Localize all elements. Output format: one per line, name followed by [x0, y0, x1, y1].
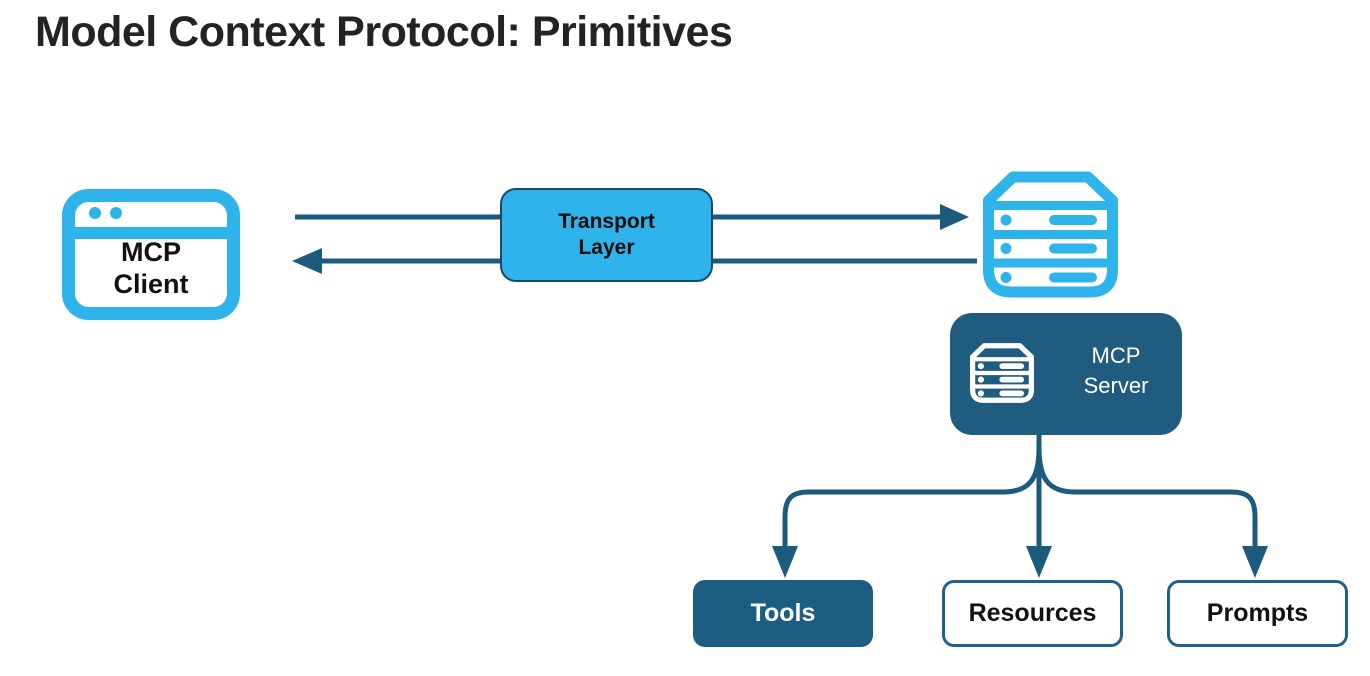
mcp-server-box: MCP Server [950, 313, 1182, 435]
prompts-label: Prompts [1206, 599, 1309, 627]
page-title: Model Context Protocol: Primitives [35, 8, 733, 56]
transport-layer-box: Transport Layer [500, 188, 713, 282]
branch-server-to-tools [772, 447, 1042, 578]
mcp-client-node: MCP Client [62, 189, 240, 320]
transport-layer-label-line1: Transport [558, 210, 655, 233]
resources-label: Resources [968, 599, 1097, 627]
mcp-client-label-line2: Client [113, 269, 189, 299]
mcp-server-label: MCP Server [1050, 341, 1182, 401]
tools-label: Tools [750, 599, 816, 627]
mcp-client-label-line1: MCP [121, 237, 181, 267]
transport-layer-label-line2: Layer [578, 236, 635, 259]
mcp-client-label: MCP Client [62, 236, 240, 300]
server-stack-icon-white [970, 343, 1034, 403]
tools-box: Tools [693, 580, 873, 647]
mcp-server-label-line1: MCP [1091, 343, 1141, 368]
server-stack-icon [983, 171, 1118, 298]
resources-box: Resources [942, 580, 1123, 647]
branch-server-to-prompts [1036, 447, 1268, 578]
browser-window-icon [62, 189, 240, 320]
mcp-server-label-line2: Server [1083, 373, 1149, 398]
prompts-box: Prompts [1167, 580, 1348, 647]
